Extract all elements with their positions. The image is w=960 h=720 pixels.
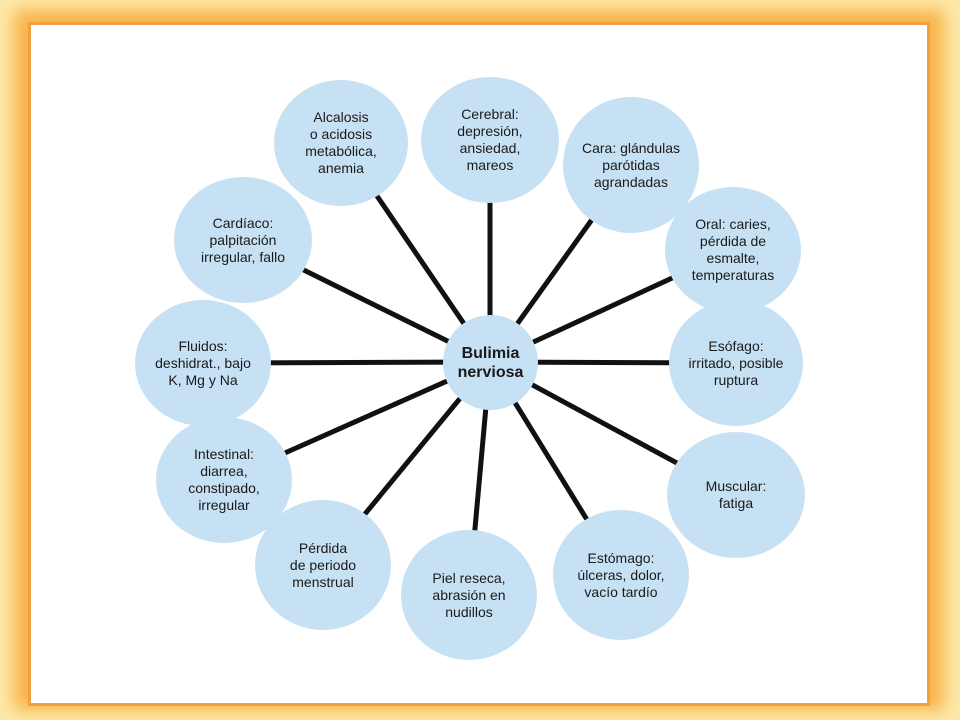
node-alcalosis: Alcalosis o acidosis metabólica, anemia xyxy=(274,80,408,206)
node-cerebral: Cerebral: depresión, ansiedad, mareos xyxy=(421,77,559,203)
node-menstrual: Pérdida de periodo menstrual xyxy=(255,500,391,630)
node-label: Esófago: irritado, posible ruptura xyxy=(688,337,784,388)
node-intestinal: Intestinal: diarrea, constipado, irregul… xyxy=(156,417,292,543)
node-piel: Piel reseca, abrasión en nudillos xyxy=(401,530,537,660)
node-fluidos: Fluidos: deshidrat., bajo K, Mg y Na xyxy=(135,300,271,426)
center-label: Bulimia nerviosa xyxy=(457,344,524,381)
center-node: Bulimia nerviosa xyxy=(443,315,538,410)
node-estomago: Estómago: úlceras, dolor, vacío tardío xyxy=(553,510,689,640)
node-label: Cara: glándulas parótidas agrandadas xyxy=(581,139,681,190)
node-label: Pérdida de periodo menstrual xyxy=(289,539,357,590)
node-label: Intestinal: diarrea, constipado, irregul… xyxy=(188,446,260,513)
node-label: Alcalosis o acidosis metabólica, anemia xyxy=(305,109,377,176)
node-label: Fluidos: deshidrat., bajo K, Mg y Na xyxy=(155,337,251,388)
node-muscular: Muscular: fatiga xyxy=(667,432,805,558)
node-label: Oral: caries, pérdida de esmalte, temper… xyxy=(691,216,775,283)
node-label: Cerebral: depresión, ansiedad, mareos xyxy=(457,106,523,173)
node-esofago: Esófago: irritado, posible ruptura xyxy=(669,300,803,426)
node-label: Piel reseca, abrasión en nudillos xyxy=(432,569,506,620)
node-label: Cardíaco: palpitación irregular, fallo xyxy=(200,214,286,265)
node-cara: Cara: glándulas parótidas agrandadas xyxy=(563,97,699,233)
node-oral: Oral: caries, pérdida de esmalte, temper… xyxy=(665,187,801,313)
node-label: Estómago: úlceras, dolor, vacío tardío xyxy=(577,549,665,600)
node-cardiaco: Cardíaco: palpitación irregular, fallo xyxy=(174,177,312,303)
node-label: Muscular: fatiga xyxy=(705,478,767,511)
